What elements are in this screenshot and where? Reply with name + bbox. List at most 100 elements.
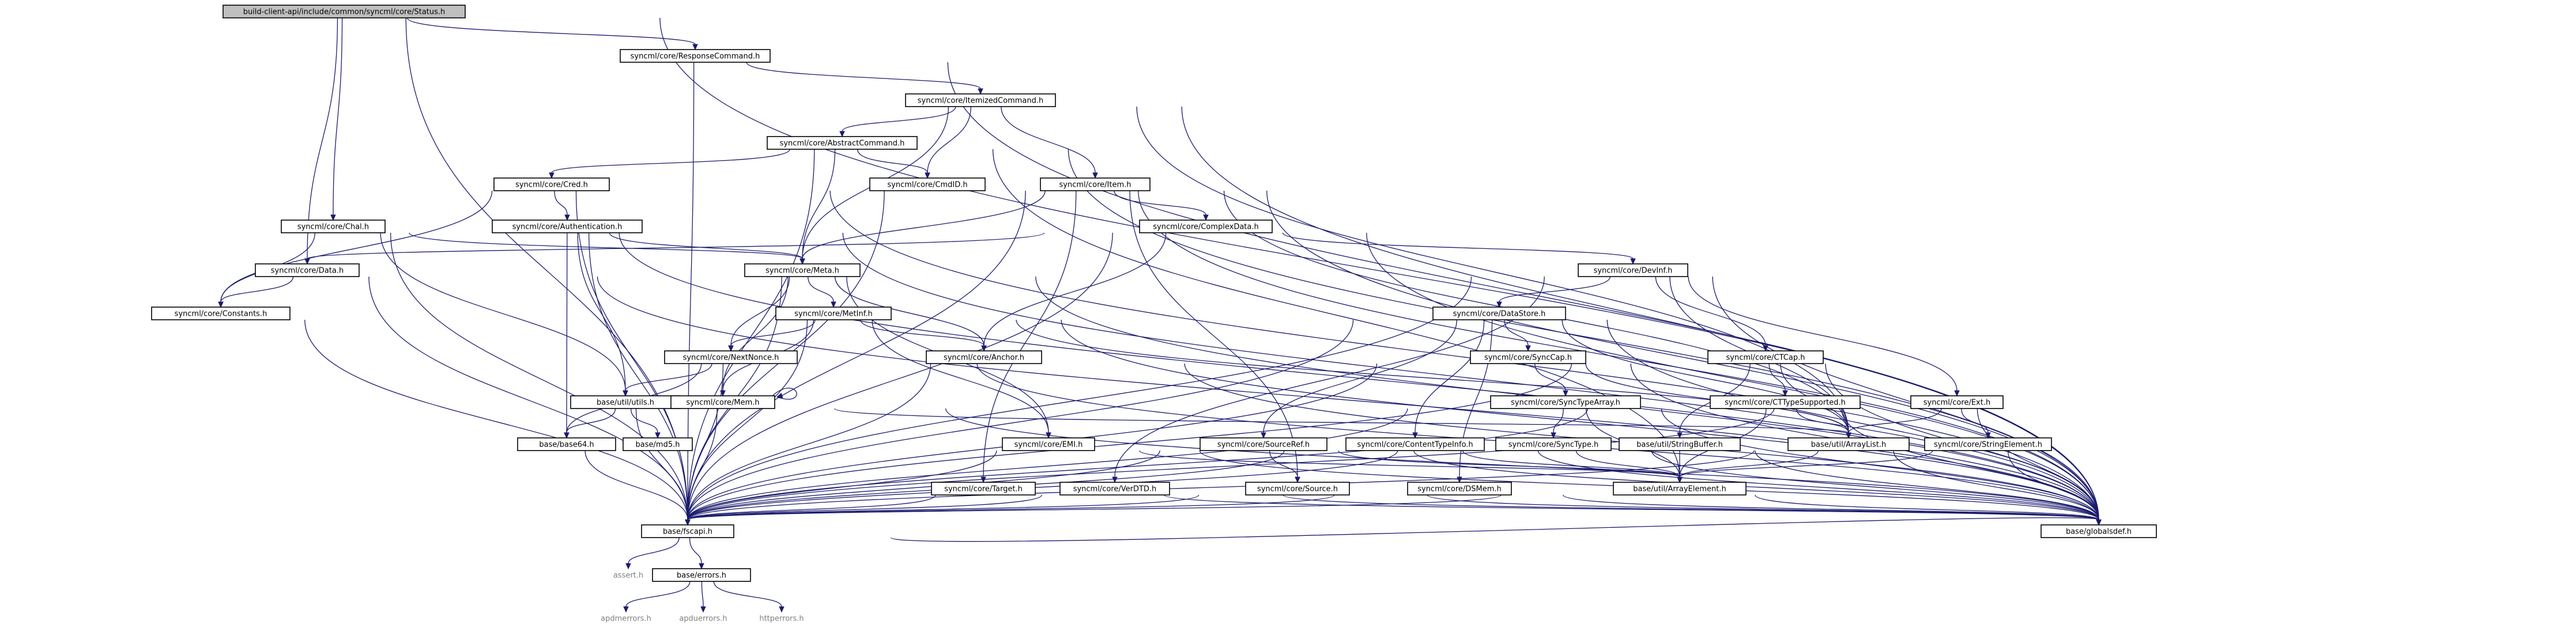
edge-synctypearray-to-synctype <box>1551 408 1564 439</box>
node-base-globalsdef-h[interactable]: base/globalsdef.h <box>2041 524 2157 538</box>
node-syncml-core-devinf-h[interactable]: syncml/core/DevInf.h <box>1578 263 1688 277</box>
node-label: syncml/core/ResponseCommand.h <box>631 52 760 61</box>
node-syncml-core-source-h[interactable]: syncml/core/Source.h <box>1245 482 1350 496</box>
edge-line <box>1768 363 1786 391</box>
node-syncml-core-chal-h[interactable]: syncml/core/Chal.h <box>281 220 386 233</box>
node-syncml-core-responsecommand-h[interactable]: syncml/core/ResponseCommand.h <box>620 49 771 63</box>
edge-line <box>1282 232 1634 259</box>
edge-arrowhead <box>1203 214 1209 221</box>
node-label: syncml/core/Constants.h <box>175 310 267 319</box>
node-syncml-core-cred-h[interactable]: syncml/core/Cred.h <box>493 177 610 191</box>
edge-arrowhead <box>2096 519 2102 526</box>
edge-complex-to-devinf <box>1282 232 1636 265</box>
edge-line <box>1961 408 1989 433</box>
edge-line <box>872 319 1049 433</box>
node-syncml-core-data-h[interactable]: syncml/core/Data.h <box>255 263 360 277</box>
node-syncml-core-sourceref-h[interactable]: syncml/core/SourceRef.h <box>1200 437 1327 451</box>
edge-arrowhead <box>1525 345 1531 352</box>
node-syncml-core-dsmem-h[interactable]: syncml/core/DSMem.h <box>1407 482 1512 496</box>
node-box <box>493 177 610 191</box>
edge-line <box>689 537 702 564</box>
node-base-util-utils-h[interactable]: base/util/utils.h <box>570 395 681 409</box>
node-syncml-core-datastore-h[interactable]: syncml/core/DataStore.h <box>1432 307 1566 320</box>
node-syncml-core-contenttypeinfo-h[interactable]: syncml/core/ContentTypeInfo.h <box>1345 437 1485 451</box>
node-syncml-core-emi-h[interactable]: syncml/core/EMI.h <box>1002 437 1095 451</box>
edge-line <box>390 232 688 520</box>
node-build-client-api-include-common-syncml-core-status-h[interactable]: build-client-api/include/common/syncml/c… <box>222 5 466 18</box>
node-syncml-core-cttypesupported-h[interactable]: syncml/core/CTTypeSupported.h <box>1710 395 1861 409</box>
edge-arrowhead <box>655 432 661 439</box>
edge-line <box>551 149 790 173</box>
edge-ext-to-arraylist <box>1846 408 1942 439</box>
node-syncml-core-mem-h[interactable]: syncml/core/Mem.h <box>670 395 775 409</box>
edge-line <box>1499 276 1611 302</box>
node-base-util-stringbuffer-h[interactable]: base/util/StringBuffer.h <box>1619 437 1741 451</box>
node-base-base64-h[interactable]: base/base64.h <box>517 437 616 451</box>
node-syncml-core-itemizedcommand-h[interactable]: syncml/core/ItemizedCommand.h <box>905 93 1056 107</box>
edge-line <box>1606 319 2099 520</box>
edge-line <box>635 408 688 520</box>
node-label: syncml/core/StringElement.h <box>1934 441 2042 449</box>
edge-line <box>1661 408 2099 520</box>
node-base-errors-h[interactable]: base/errors.h <box>652 568 751 582</box>
node-syncml-core-authentication-h[interactable]: syncml/core/Authentication.h <box>492 220 643 233</box>
edge-metinf-to-anchor <box>860 319 987 352</box>
node-base-fscapi-h[interactable]: base/fscapi.h <box>641 524 734 538</box>
edge-line <box>983 232 1167 346</box>
node-syncml-core-metinf-h[interactable]: syncml/core/MetInf.h <box>775 307 892 320</box>
edge-line <box>588 232 688 520</box>
edge-mem-to-mem <box>772 388 797 400</box>
edge-line <box>1977 408 2099 520</box>
node-box <box>1924 437 2052 451</box>
node-syncml-core-cmdid-h[interactable]: syncml/core/CmdID.h <box>869 177 986 191</box>
edge-line <box>857 149 928 173</box>
node-syncml-core-constants-h[interactable]: syncml/core/Constants.h <box>151 307 291 320</box>
node-label: syncml/core/Chal.h <box>297 223 369 232</box>
edge-line <box>625 581 691 607</box>
node-label: syncml/core/Mem.h <box>686 399 759 407</box>
edge-line <box>687 494 1042 520</box>
edge-line <box>1139 450 1680 478</box>
edge-base64-to-fscapi <box>584 450 691 526</box>
edge-data-to-constants <box>218 276 294 308</box>
edge-arrowhead <box>728 345 734 352</box>
node-syncml-core-verdtd-h[interactable]: syncml/core/VerDTD.h <box>1059 482 1170 496</box>
node-box <box>1059 482 1170 496</box>
edge-line <box>713 581 782 607</box>
edge-respcmd-to-globaldef <box>947 62 2102 526</box>
node-syncml-core-item-h[interactable]: syncml/core/Item.h <box>1040 177 1151 191</box>
node-syncml-core-ext-h[interactable]: syncml/core/Ext.h <box>1910 395 2004 409</box>
edge-line <box>802 149 836 259</box>
node-label: syncml/core/EMI.h <box>1014 441 1083 449</box>
node-syncml-core-stringelement-h[interactable]: syncml/core/StringElement.h <box>1924 437 2052 451</box>
nodes-layer: build-client-api/include/common/syncml/c… <box>151 5 2157 623</box>
edge-line <box>687 408 1775 520</box>
node-syncml-core-synctypearray-h[interactable]: syncml/core/SyncTypeArray.h <box>1490 395 1641 409</box>
edge-itemcmd-to-item <box>1001 106 1098 179</box>
edge-line <box>1688 276 1958 391</box>
node-base-md5-h[interactable]: base/md5.h <box>623 437 693 451</box>
node-syncml-core-synctype-h[interactable]: syncml/core/SyncType.h <box>1495 437 1612 451</box>
node-label: syncml/core/CTTypeSupported.h <box>1725 399 1846 407</box>
node-syncml-core-synccap-h[interactable]: syncml/core/SyncCap.h <box>1470 350 1586 364</box>
edge-line <box>1553 408 1564 433</box>
edge-line <box>722 276 789 391</box>
node-box <box>255 263 360 277</box>
edge-line <box>1283 494 2099 520</box>
node-syncml-core-abstractcommand-h[interactable]: syncml/core/AbstractCommand.h <box>767 136 918 150</box>
node-base-util-arrayelement-h[interactable]: base/util/ArrayElement.h <box>1613 482 1747 496</box>
node-apduerrors-h: apduerrors.h <box>679 615 727 623</box>
node-syncml-core-complexdata-h[interactable]: syncml/core/ComplexData.h <box>1139 220 1273 233</box>
node-syncml-core-meta-h[interactable]: syncml/core/Meta.h <box>744 263 861 277</box>
edge-arrowhead <box>1412 432 1418 439</box>
node-label: base/util/ArrayList.h <box>1811 441 1886 449</box>
node-syncml-core-anchor-h[interactable]: syncml/core/Anchor.h <box>926 350 1042 364</box>
edge-line <box>1755 450 2099 520</box>
node-syncml-core-ctcap-h[interactable]: syncml/core/CTCap.h <box>1707 350 1824 364</box>
node-box <box>869 177 986 191</box>
node-syncml-core-target-h[interactable]: syncml/core/Target.h <box>931 482 1036 496</box>
node-base-util-arraylist-h[interactable]: base/util/ArrayList.h <box>1787 437 1910 451</box>
edge-errors-to-apdm <box>623 581 691 613</box>
node-syncml-core-nextnonce-h[interactable]: syncml/core/NextNonce.h <box>664 350 798 364</box>
